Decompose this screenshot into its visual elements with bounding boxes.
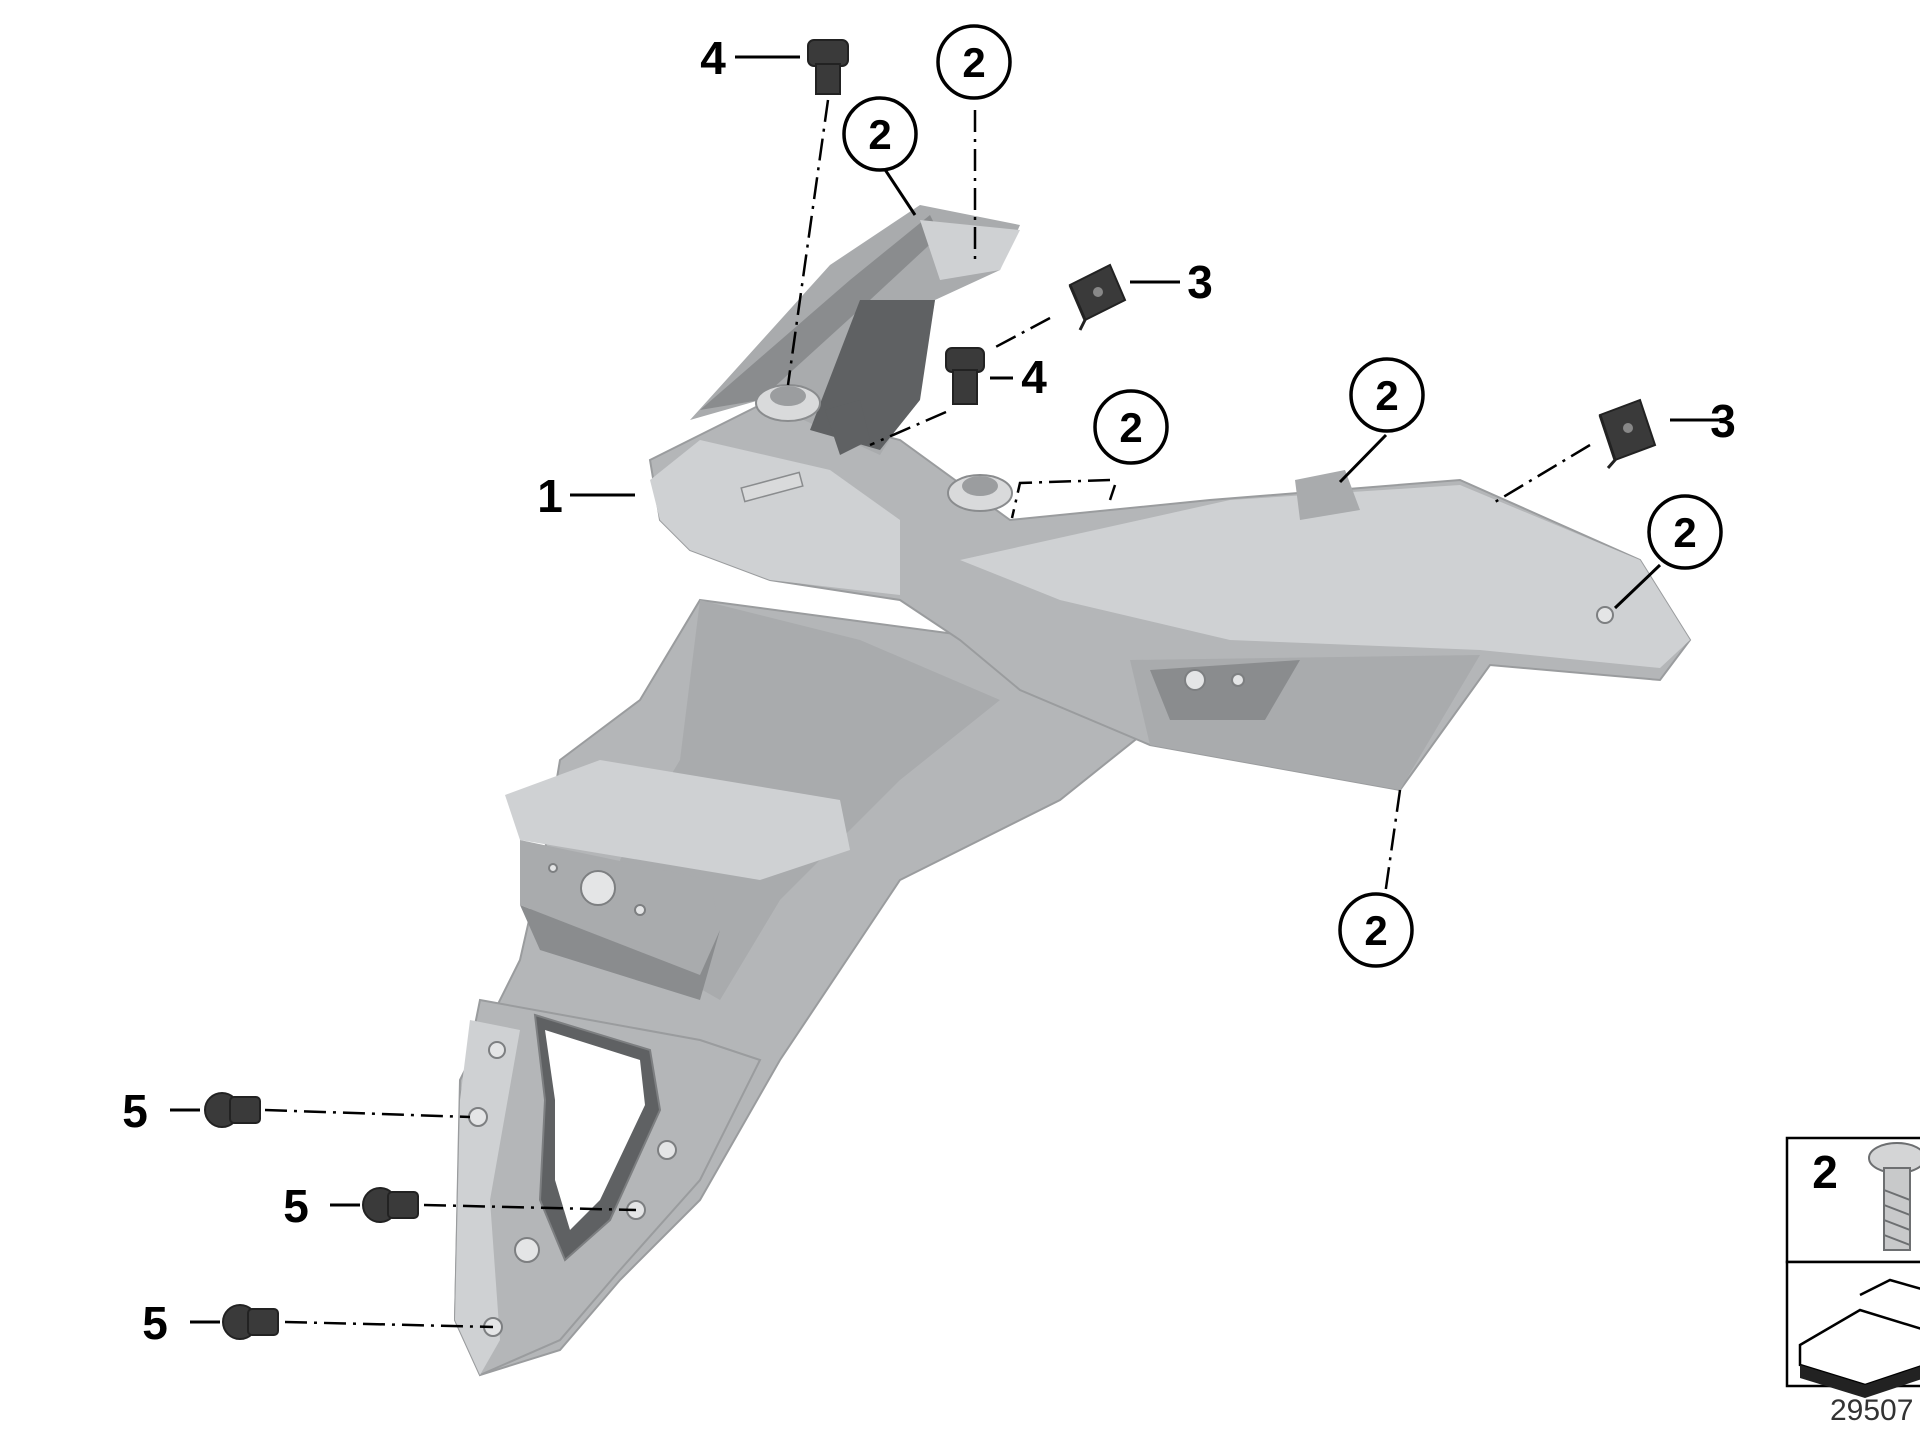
- svg-text:2: 2: [962, 39, 985, 86]
- svg-text:2: 2: [1375, 372, 1398, 419]
- callout-2-f: 2: [1338, 892, 1414, 968]
- label-1: 1: [537, 470, 563, 522]
- svg-text:2: 2: [1673, 509, 1696, 556]
- label-3-right: 3: [1710, 395, 1736, 447]
- clip-nut-3-upper: [1068, 263, 1127, 331]
- callout-2-a: 2: [936, 24, 1012, 100]
- screw-5-upper: [204, 1092, 261, 1128]
- document-number: 29507: [1830, 1394, 1913, 1427]
- screw-5-middle: [362, 1187, 419, 1223]
- label-4-middle: 4: [1021, 351, 1047, 403]
- clip-nut-3-right: [1598, 398, 1657, 469]
- callout-2-d: 2: [1349, 357, 1425, 433]
- screw-4-middle: [945, 347, 985, 405]
- label-5-middle: 5: [283, 1180, 309, 1232]
- label-4-top: 4: [700, 32, 726, 84]
- callout-2-c: 2: [1093, 389, 1169, 465]
- svg-text:2: 2: [1364, 907, 1387, 954]
- svg-text:2: 2: [1119, 404, 1142, 451]
- label-3-upper: 3: [1187, 256, 1213, 308]
- hardware-legend: 2: [1785, 1136, 1920, 1398]
- rear-frame-bracket: [453, 205, 1692, 1377]
- screw-5-lower: [222, 1304, 279, 1340]
- svg-text:2: 2: [868, 111, 891, 158]
- label-5-upper: 5: [122, 1085, 148, 1137]
- leader-lines: [170, 55, 1720, 1329]
- screw-4-top: [807, 39, 849, 95]
- label-5-lower: 5: [142, 1297, 168, 1349]
- callout-2-e: 2: [1647, 494, 1723, 570]
- legend-number: 2: [1812, 1146, 1838, 1198]
- callout-2-b: 2: [842, 96, 918, 172]
